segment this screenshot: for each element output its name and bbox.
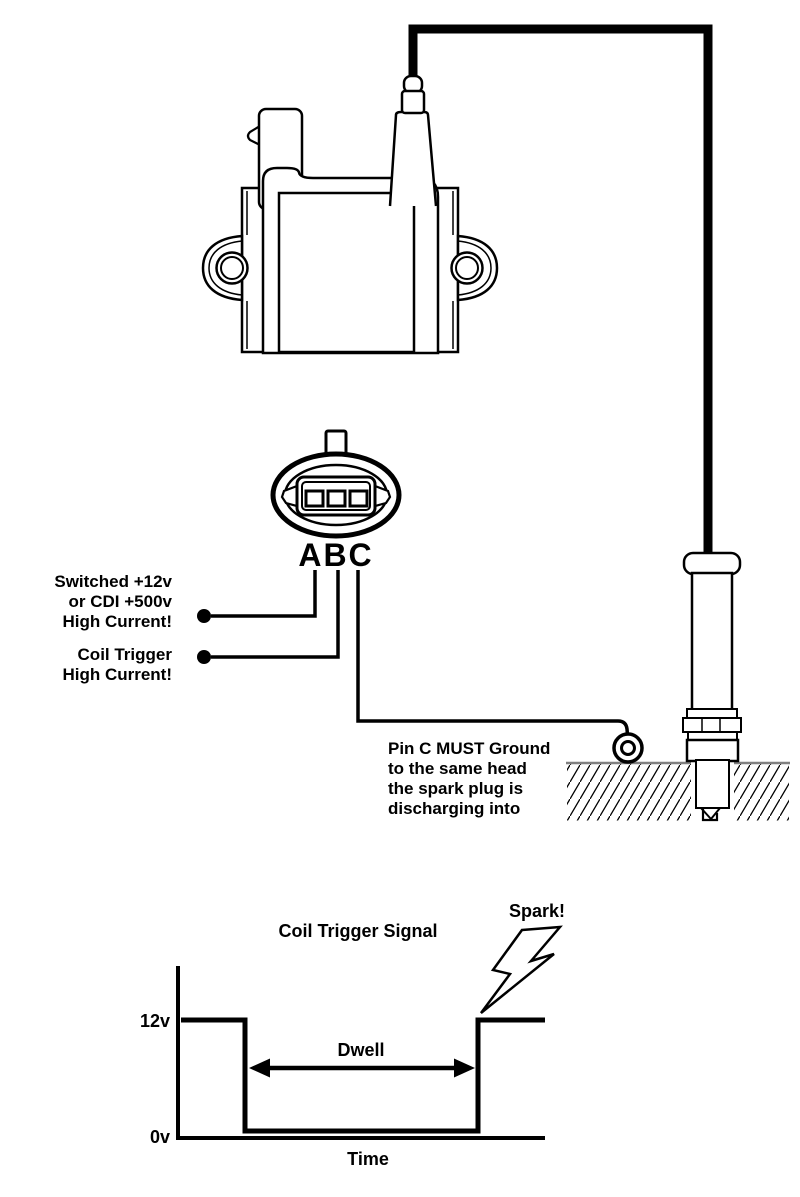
plug-center-electrode-tip (698, 807, 723, 821)
connector-pin-a (304, 489, 325, 508)
pin-c-label-line2: to the same head (388, 759, 527, 778)
cylinder-head (566, 760, 790, 821)
y-tick-0v: 0v (150, 1127, 170, 1147)
plug-hex-nut (682, 717, 742, 733)
coil-mount-hole-left-inner (220, 256, 244, 280)
pin-c-label: Pin C MUST Ground to the same head the s… (388, 739, 550, 818)
ignition-coil (201, 74, 499, 355)
plug-hex-facet-lines (701, 718, 721, 732)
pin-b-label: Coil Trigger High Current! (62, 645, 172, 684)
ring-terminal-icon (612, 732, 644, 764)
plug-boot-cap (682, 551, 742, 576)
pin-a-wire-dot (197, 609, 211, 623)
pin-b-wire (197, 570, 340, 664)
plug-shell-body (685, 738, 740, 763)
pin-c-label-line4: discharging into (388, 799, 520, 818)
coil-mount-ear-left-inner-line (208, 240, 243, 296)
pin-b-wire-path (211, 570, 340, 659)
spark-annotation: Spark! (509, 901, 565, 921)
ring-terminal-inner (620, 740, 636, 756)
dwell-arrowhead-right (454, 1058, 475, 1078)
coil-mount-hole-right-inner (455, 256, 479, 280)
coil-bracket-edge-lines (246, 191, 454, 349)
pin-b-label-line2: High Current! (62, 665, 172, 684)
pin-a-label-line1: Switched +12v (54, 572, 172, 591)
pin-c-label-line3: the spark plug is (388, 779, 523, 798)
coil-tab-notch (246, 124, 262, 147)
y-tick-12v: 12v (140, 1011, 170, 1031)
coil-trigger-signal-chart: Coil Trigger Signal Spark! 12v 0v Dwell … (140, 901, 565, 1169)
spark-plug (682, 551, 742, 822)
plug-threaded-shank (695, 759, 730, 809)
coil-body-inner-panel (277, 191, 416, 354)
coil-mount-ear-right-inner-line (457, 240, 492, 296)
pin-b-wire-dot (197, 650, 211, 664)
plug-upper-flange (686, 708, 738, 719)
signal-trace (181, 1017, 545, 1134)
three-pin-connector (270, 429, 402, 539)
coil-tower-fill (390, 112, 436, 206)
dwell-label: Dwell (337, 1040, 384, 1060)
pin-c-label-line1: Pin C MUST Ground (388, 739, 550, 758)
pin-c-wire-path (356, 570, 630, 736)
plug-boot-body (690, 571, 734, 712)
connector-pin-housing-inner (301, 481, 371, 511)
pin-a-wire-path (211, 570, 317, 618)
lightning-bolt-icon (479, 925, 563, 1014)
connector-pin-c (348, 489, 369, 508)
high-voltage-wire (408, 24, 713, 558)
x-axis-label: Time (347, 1149, 389, 1169)
dwell-arrowhead-left (249, 1058, 270, 1078)
pin-a-label: Switched +12v or CDI +500v High Current! (54, 572, 172, 631)
pin-b-label-line1: Coil Trigger (78, 645, 173, 664)
connector-pin-b (326, 489, 347, 508)
coil-terminal-band (400, 89, 426, 115)
pin-a-label-line3: High Current! (62, 612, 172, 631)
head-hatch-area (567, 763, 789, 821)
chart-title: Coil Trigger Signal (278, 921, 437, 941)
plug-ground-electrode (701, 808, 719, 822)
pin-a-label-line2: or CDI +500v (69, 592, 173, 611)
pin-c-ground-wire (356, 570, 630, 736)
connector-pin-letters: ABC (298, 537, 373, 573)
pin-a-wire (197, 570, 317, 623)
